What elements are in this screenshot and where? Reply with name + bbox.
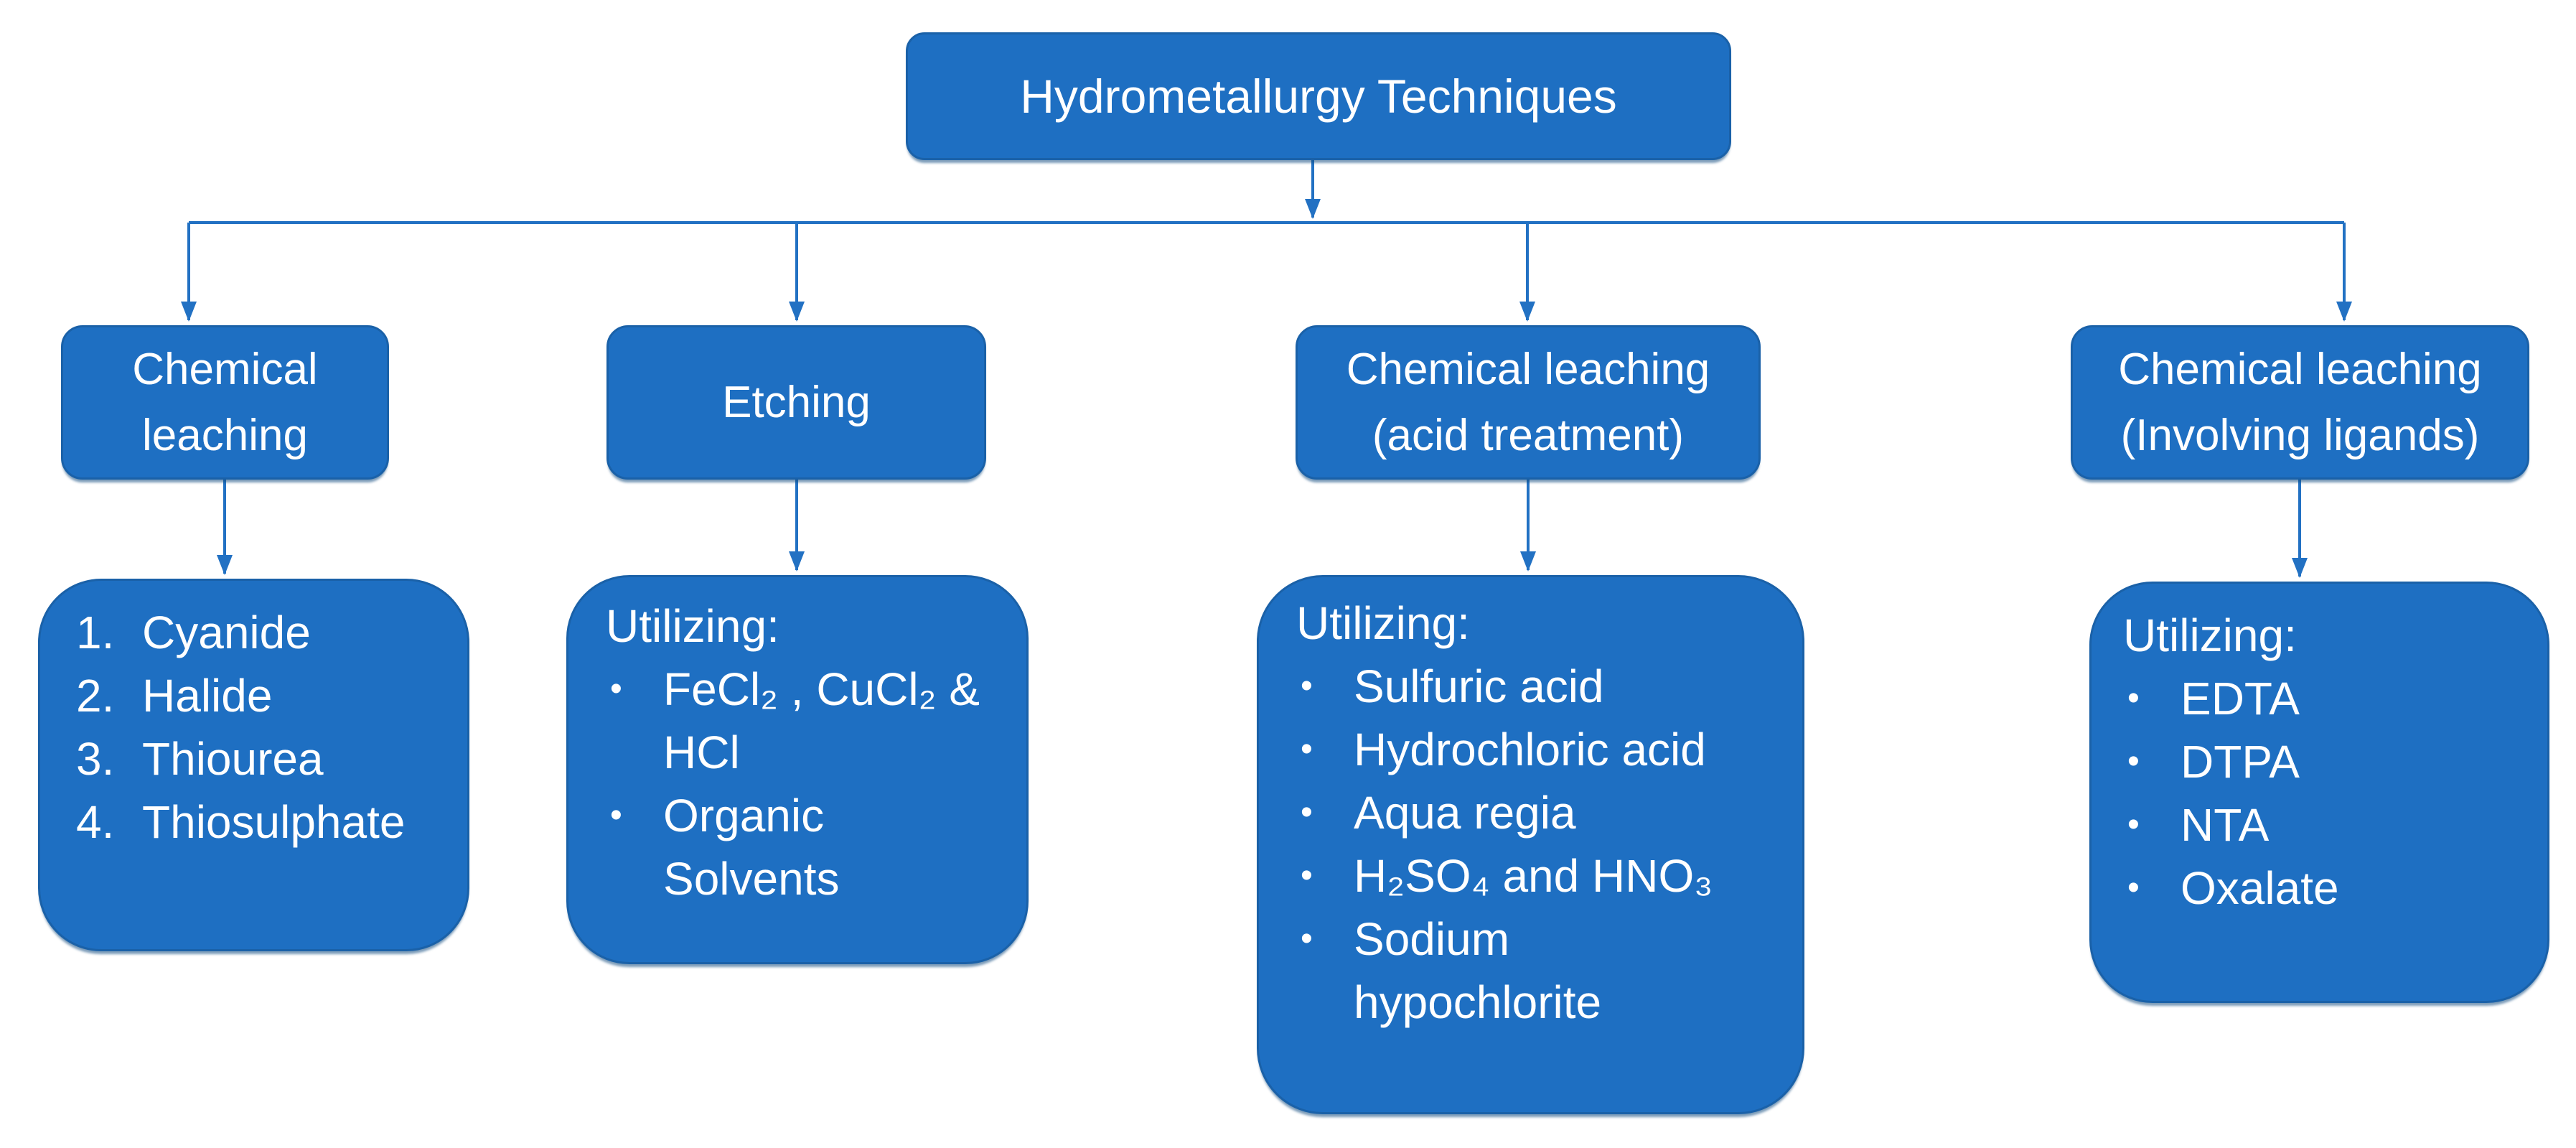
list-item: Halide <box>76 664 273 727</box>
list-item: FeCl₂ , CuCl₂ & HCl <box>606 658 1012 784</box>
list-item: H₂SO₄ and HNO₃ <box>1296 844 1788 907</box>
list-item: NTA <box>2123 793 2533 857</box>
detail-heading: Utilizing: <box>2123 610 2297 661</box>
list-item: Sodium hypochlorite <box>1296 907 1788 1034</box>
bullet-list: Sulfuric acidHydrochloric acidAqua regia… <box>1296 655 1788 1034</box>
node-detail-ligand-agents: Utilizing: EDTADTPANTAOxalate <box>2089 582 2549 1003</box>
list-item: Hydrochloric acid <box>1296 718 1788 781</box>
node-detail-etching-agents: Utilizing: FeCl₂ , CuCl₂ & HClOrganic So… <box>566 575 1029 964</box>
bullet-list: EDTADTPANTAOxalate <box>2123 667 2533 920</box>
list-item: Thiourea <box>76 727 324 790</box>
list-item: Sulfuric acid <box>1296 655 1788 718</box>
detail-heading: Utilizing: <box>1296 597 1470 649</box>
list-item: Organic Solvents <box>606 784 1012 910</box>
node-branch-chemical-leaching: Chemical leaching <box>61 325 389 480</box>
branch-label: Etching <box>722 377 871 427</box>
list-item: EDTA <box>2123 667 2533 730</box>
branch-label: Chemical leaching (Involving ligands) <box>2118 344 2482 460</box>
list-item: Aqua regia <box>1296 781 1788 844</box>
node-branch-involving-ligands: Chemical leaching (Involving ligands) <box>2071 325 2529 480</box>
node-branch-etching: Etching <box>606 325 986 480</box>
list-item: Thiosulphate <box>76 790 406 854</box>
branch-label: Chemical leaching (acid treatment) <box>1346 344 1710 460</box>
list-item: Oxalate <box>2123 857 2533 920</box>
node-detail-acid-treatment-agents: Utilizing: Sulfuric acidHydrochloric aci… <box>1257 575 1804 1114</box>
node-branch-acid-treatment: Chemical leaching (acid treatment) <box>1296 325 1761 480</box>
list-item: Cyanide <box>76 601 311 664</box>
node-root-hydrometallurgy: Hydrometallurgy Techniques <box>906 32 1731 160</box>
detail-heading: Utilizing: <box>606 600 779 652</box>
bullet-list: FeCl₂ , CuCl₂ & HClOrganic Solvents <box>606 658 1012 910</box>
branch-label: Chemical leaching <box>132 344 318 460</box>
list-item: DTPA <box>2123 730 2533 793</box>
node-root-label: Hydrometallurgy Techniques <box>1020 70 1617 123</box>
